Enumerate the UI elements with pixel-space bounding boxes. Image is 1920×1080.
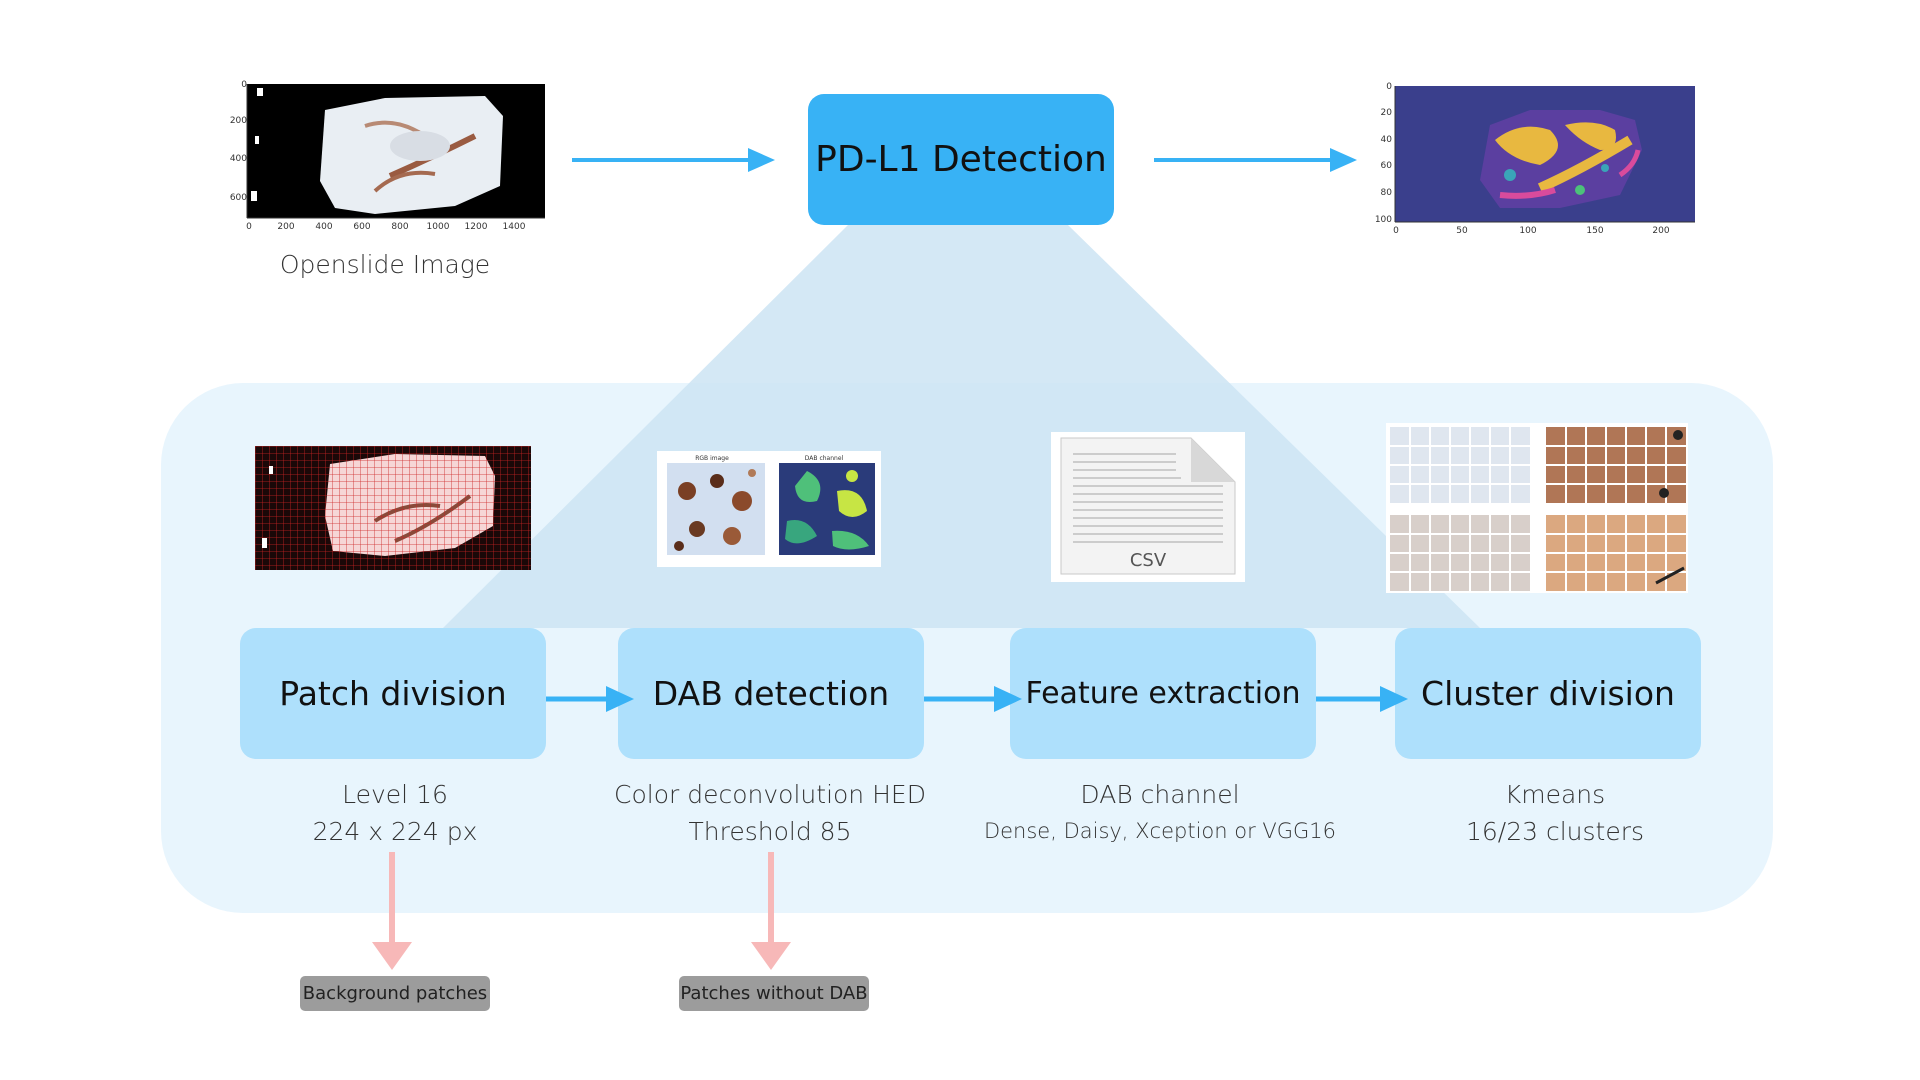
- cluster-map-image: [1394, 86, 1695, 223]
- patch-division-caption: Level 16 224 x 224 px: [240, 776, 550, 850]
- input-xtick: 400: [315, 222, 333, 232]
- caption-line: 224 x 224 px: [312, 817, 478, 846]
- output-xtick: 50: [1456, 226, 1468, 236]
- output-xtick: 100: [1519, 226, 1537, 236]
- arrow-right-icon: [924, 686, 1022, 712]
- csv-label: CSV: [1130, 550, 1167, 571]
- input-ytick: 600: [229, 193, 247, 203]
- arrow-right-icon: [1154, 148, 1357, 172]
- arrow-right-icon: [546, 686, 634, 712]
- output-ytick: 100: [1374, 215, 1392, 225]
- pd-l1-detection-box: PD-L1 Detection: [808, 94, 1114, 225]
- feature-extraction-box: Feature extraction: [1010, 628, 1316, 759]
- dab-detection-image: RGB image DAB channel: [657, 451, 881, 567]
- dab-channel-title: DAB channel: [805, 455, 844, 462]
- openslide-image: [246, 84, 545, 219]
- arrow-right-icon: [1316, 686, 1408, 712]
- cluster-patches-image: [1386, 423, 1688, 593]
- arrow-right-icon: [572, 148, 775, 172]
- output-ytick: 20: [1380, 108, 1392, 118]
- csv-file-icon: CSV: [1051, 432, 1245, 582]
- caption-line: Threshold 85: [688, 817, 852, 846]
- input-xtick: 1200: [464, 222, 488, 232]
- input-ytick: 200: [229, 116, 247, 126]
- caption-line: Level 16: [342, 780, 448, 809]
- output-ytick: 40: [1380, 135, 1392, 145]
- input-xtick: 1000: [426, 222, 450, 232]
- input-xtick: 800: [391, 222, 409, 232]
- output-xtick: 150: [1586, 226, 1604, 236]
- caption-line: 16/23 clusters: [1465, 817, 1645, 846]
- background-patches-tag: Background patches: [300, 976, 490, 1011]
- output-ytick: 60: [1380, 161, 1392, 171]
- patch-grid-image: [255, 446, 531, 570]
- openslide-label: Openslide Image: [279, 250, 491, 279]
- input-xtick: 0: [246, 222, 252, 232]
- cluster-division-box: Cluster division: [1395, 628, 1701, 759]
- caption-line: Color deconvolution HED: [614, 780, 926, 809]
- output-ytick: 0: [1386, 82, 1392, 92]
- caption-line: DAB channel: [1080, 780, 1240, 809]
- input-ytick: 400: [229, 154, 247, 164]
- cluster-division-caption: Kmeans 16/23 clusters: [1400, 776, 1710, 850]
- input-xtick: 200: [277, 222, 295, 232]
- output-ytick: 80: [1380, 188, 1392, 198]
- input-ytick: 0: [241, 80, 247, 90]
- arrow-down-icon: [372, 852, 412, 970]
- input-xtick: 600: [353, 222, 371, 232]
- patches-without-dab-tag: Patches without DAB: [679, 976, 869, 1011]
- arrow-down-icon: [751, 852, 791, 970]
- output-xtick: 0: [1393, 226, 1399, 236]
- rgb-image-title: RGB image: [695, 455, 729, 462]
- input-xtick: 1400: [502, 222, 526, 232]
- patch-division-box: Patch division: [240, 628, 546, 759]
- caption-line: Kmeans: [1504, 780, 1606, 809]
- output-xtick: 200: [1652, 226, 1670, 236]
- dab-detection-box: DAB detection: [618, 628, 924, 759]
- dab-detection-caption: Color deconvolution HED Threshold 85: [590, 776, 950, 850]
- caption-line: Dense, Daisy, Xception or VGG16: [983, 819, 1337, 843]
- feature-extraction-caption: DAB channel Dense, Daisy, Xception or VG…: [960, 776, 1360, 850]
